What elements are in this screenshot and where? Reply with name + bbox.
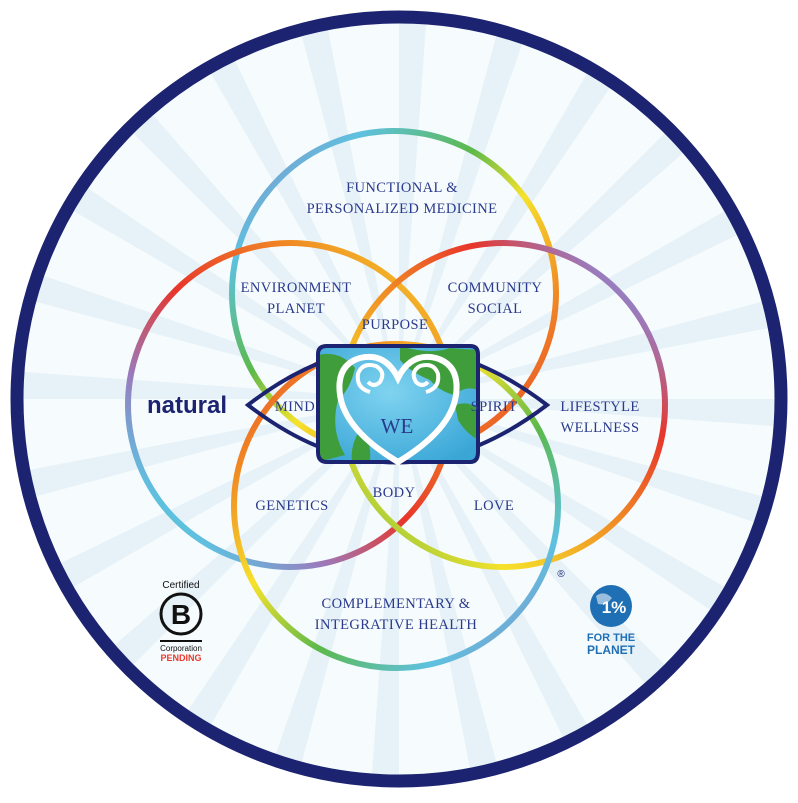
bcorp-certified: Certified: [162, 580, 199, 591]
heart-spiral-icon: [336, 354, 460, 466]
one-percent-line1: FOR THE: [587, 632, 635, 644]
sunburst-ray: [14, 261, 399, 399]
one-percent-line2: PLANET: [587, 643, 636, 657]
label-lifestyle-line1: LIFESTYLE: [560, 399, 639, 415]
one-percent-leaf-icon: [596, 593, 612, 605]
label-genetics: GENETICS: [255, 498, 328, 514]
sunburst-ray: [261, 399, 399, 784]
registered-mark: ®: [557, 569, 565, 580]
label-functional-line1: FUNCTIONAL &: [346, 180, 458, 196]
sunburst-ray: [290, 14, 399, 399]
label-love: LOVE: [474, 498, 514, 514]
sunburst-ray: [399, 399, 508, 784]
sunburst-ray: [35, 163, 400, 399]
natural-logo: natural: [147, 392, 227, 419]
bcorp-corporation: Corporation: [160, 644, 202, 653]
sunburst-ray: [399, 399, 784, 430]
label-environment-line2: PLANET: [267, 301, 325, 317]
label-complementary-line2: INTEGRATIVE HEALTH: [315, 617, 478, 633]
sunburst-ray: [399, 35, 635, 400]
bcorp-circle: [159, 592, 203, 636]
label-community-line2: SOCIAL: [468, 301, 523, 317]
sunburst-ray: [368, 399, 399, 784]
label-environment-line1: ENVIRONMENT: [241, 280, 352, 296]
sunburst-ray: [102, 81, 399, 400]
label-spirit: SPIRIT: [471, 399, 518, 415]
label-mind: MIND: [275, 399, 315, 415]
bcorp-badge: Certified B Corporation PENDING: [159, 580, 203, 663]
sunburst-ray: [399, 399, 609, 777]
label-community-line1: COMMUNITY: [448, 280, 543, 296]
bcorp-b-letter: B: [171, 599, 191, 630]
label-lifestyle-line2: WELLNESS: [561, 420, 640, 436]
sunburst-ray: [399, 290, 784, 399]
sunburst-ray: [189, 21, 399, 399]
sunburst-ray: [21, 399, 399, 609]
sunburst-ray: [14, 399, 399, 508]
sunburst-ray: [163, 399, 399, 763]
label-body: BODY: [373, 485, 416, 501]
label-purpose: PURPOSE: [362, 317, 428, 333]
outer-border: [10, 10, 788, 788]
bcorp-pending: PENDING: [160, 653, 201, 663]
sunburst-ray: [399, 189, 777, 399]
one-percent-value: 1%: [602, 598, 627, 617]
sunburst-ray: [399, 14, 537, 399]
label-functional-line2: PERSONALIZED MEDICINE: [307, 201, 498, 217]
label-we: WE: [381, 414, 414, 438]
sunburst-ray: [14, 368, 399, 399]
sunburst-ray: [399, 399, 763, 635]
one-percent-badge: 1% FOR THE PLANET: [587, 585, 636, 657]
label-complementary-line1: COMPLEMENTARY &: [322, 596, 471, 612]
